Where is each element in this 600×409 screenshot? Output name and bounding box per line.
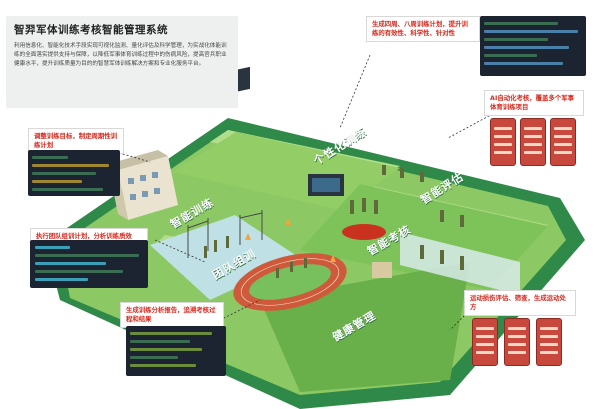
- callout-analysis-report-text: 生成训练分析报告，追溯考核过程和结果: [126, 306, 216, 323]
- phone-screenshot-4: [472, 318, 498, 366]
- training-plan-screenshot: [480, 16, 586, 76]
- callout-ai-exam-text: AI自动化考核，覆盖多个军事体育训练项目: [490, 94, 575, 111]
- callout-injury-assessment: 运动损伤评估、筛查，生成运动处方: [464, 290, 576, 316]
- group-training-screenshot: [30, 240, 148, 288]
- callout-ai-exam: AI自动化考核，覆盖多个军事体育训练项目: [484, 90, 584, 116]
- goal-screenshot: [28, 150, 120, 196]
- callout-training-plan: 生成四周、八周训练计划，提升训练的有效性、科学性、针对性: [366, 16, 480, 42]
- phone-screenshot-3: [550, 118, 576, 166]
- intro-panel: 智羿军体训练考核智能管理系统 利用信息化、智能化技术手段实现可视化监测、量化评估…: [6, 16, 238, 108]
- callout-group-training-text: 执行团队组训计划，分析训练质效: [36, 232, 132, 240]
- phone-screenshot-5: [504, 318, 530, 366]
- callout-analysis-report: 生成训练分析报告，追溯考核过程和结果: [120, 302, 224, 328]
- phone-screenshot-1: [490, 118, 516, 166]
- phone-screenshot-2: [520, 118, 546, 166]
- analysis-report-screenshot: [126, 326, 226, 376]
- page-title: 智羿军体训练考核智能管理系统: [14, 24, 168, 36]
- phone-screenshot-6: [536, 318, 562, 366]
- callout-injury-assessment-text: 运动损伤评估、筛查，生成运动处方: [470, 294, 566, 311]
- callout-adjust-goal: 调整训练目标，制定周期性训练计划: [28, 128, 124, 154]
- callout-adjust-goal-text: 调整训练目标，制定周期性训练计划: [34, 132, 118, 149]
- callout-training-plan-text: 生成四周、八周训练计划，提升训练的有效性、科学性、针对性: [372, 20, 468, 37]
- intro-text: 利用信息化、智能化技术手段实现可视化监测、量化评估及科学管理，为实战化体能训练的…: [14, 43, 227, 67]
